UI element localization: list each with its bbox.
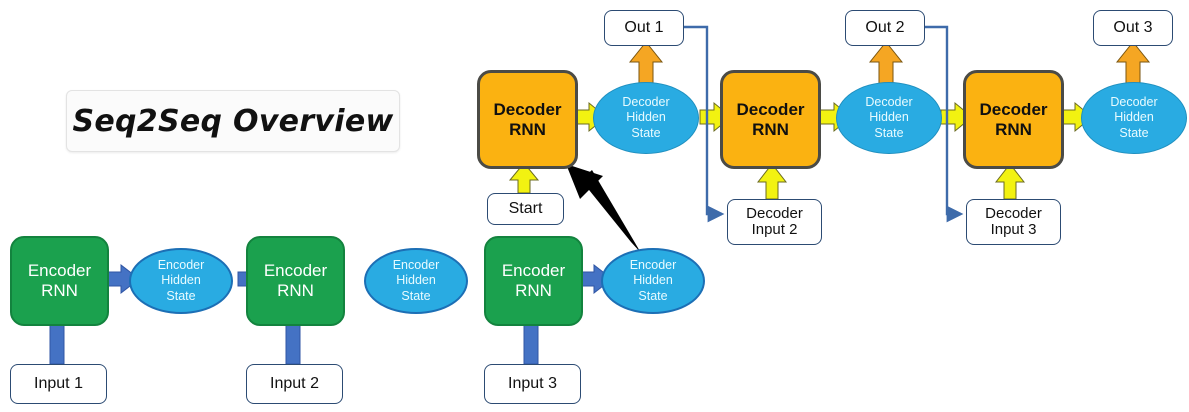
encoder-hidden-3-line1: Encoder xyxy=(629,258,677,273)
decoder-input-2-line2: Input 2 xyxy=(751,221,798,238)
encoder-hidden-1-line2: Hidden xyxy=(161,273,201,288)
encoder-input-box-3[interactable]: Input 3 xyxy=(484,364,581,404)
decoder-hidden-2-line3: State xyxy=(874,125,904,140)
encoder-rnn-2[interactable]: Encoder RNN xyxy=(246,236,345,326)
encoder-rnn-3-line2: RNN xyxy=(515,281,552,300)
decoder-hidden-state-2: Decoder Hidden State xyxy=(836,82,942,154)
encoder-hidden-3-line2: Hidden xyxy=(633,273,673,288)
decoder-input-start-label: Start xyxy=(508,200,543,218)
encoder-rnn-2-line1: Encoder xyxy=(263,261,328,281)
decoder-rnn-1-line1: Decoder xyxy=(493,99,562,119)
encoder-rnn-1-line2: RNN xyxy=(41,281,78,300)
encoder-hidden-2-line2: Hidden xyxy=(396,273,436,288)
encoder-rnn-3-line1: Encoder xyxy=(501,261,566,281)
decoder-output-box-2[interactable]: Out 2 xyxy=(845,10,925,46)
decoder-hidden-state-1: Decoder Hidden State xyxy=(593,82,699,154)
decoder-input-box-start[interactable]: Start xyxy=(487,193,564,225)
decoder-input-2-line1: Decoder xyxy=(746,204,803,222)
decoder-output-3-label: Out 3 xyxy=(1113,19,1153,37)
decoder-output-box-3[interactable]: Out 3 xyxy=(1093,10,1173,46)
encoder-input-box-2[interactable]: Input 2 xyxy=(246,364,343,404)
encoder-hidden-1-line3: State xyxy=(166,288,196,303)
decoder-hidden-3-line1: Decoder xyxy=(1110,95,1158,110)
encoder-hidden-state-1: Encoder Hidden State xyxy=(129,248,233,314)
decoder-hidden-2-line1: Decoder xyxy=(865,95,913,110)
encoder-hidden-state-3: Encoder Hidden State xyxy=(601,248,705,314)
encoder-input-3-label: Input 3 xyxy=(508,375,557,393)
encoder-rnn-1[interactable]: Encoder RNN xyxy=(10,236,109,326)
decoder-hidden-1-line2: Hidden xyxy=(626,110,666,125)
encoder-input-box-1[interactable]: Input 1 xyxy=(10,364,107,404)
decoder-output-arrows xyxy=(628,41,1151,85)
decoder-rnn-3-line2: RNN xyxy=(995,119,1032,139)
encoder-rnn-1-line1: Encoder xyxy=(27,261,92,281)
decoder-output-2-label: Out 2 xyxy=(865,19,905,37)
decoder-rnn-1[interactable]: Decoder RNN xyxy=(477,70,578,169)
encoder-hidden-1-line1: Encoder xyxy=(157,258,205,273)
encoder-hidden-state-2: Encoder Hidden State xyxy=(364,248,468,314)
decoder-input-3-line1: Decoder xyxy=(985,204,1042,222)
decoder-output-box-1[interactable]: Out 1 xyxy=(604,10,684,46)
decoder-hidden-1-line3: State xyxy=(631,125,661,140)
decoder-rnn-1-line2: RNN xyxy=(509,119,546,139)
decoder-rnn-2-line2: RNN xyxy=(752,119,789,139)
decoder-output-1-label: Out 1 xyxy=(624,19,664,37)
decoder-hidden-state-3: Decoder Hidden State xyxy=(1081,82,1187,154)
decoder-hidden-3-line2: Hidden xyxy=(1114,110,1154,125)
encoder-hidden-2-line1: Encoder xyxy=(392,258,440,273)
encoder-hidden-2-line3: State xyxy=(401,288,431,303)
decoder-hidden-3-line3: State xyxy=(1119,125,1149,140)
decoder-rnn-3[interactable]: Decoder RNN xyxy=(963,70,1064,169)
decoder-rnn-2[interactable]: Decoder RNN xyxy=(720,70,821,169)
encoder-input-1-label: Input 1 xyxy=(34,375,83,393)
encoder-rnn-3[interactable]: Encoder RNN xyxy=(484,236,583,326)
decoder-rnn-3-line1: Decoder xyxy=(979,99,1048,119)
encoder-hidden-3-line3: State xyxy=(638,288,668,303)
encoder-input-2-label: Input 2 xyxy=(270,375,319,393)
decoder-input-box-2[interactable]: Decoder Input 2 xyxy=(727,199,822,245)
decoder-input-box-3[interactable]: Decoder Input 3 xyxy=(966,199,1061,245)
diagram-title-card: Seq2Seq Overview xyxy=(66,90,400,152)
decoder-hidden-2-line2: Hidden xyxy=(869,110,909,125)
encoder-rnn-2-line2: RNN xyxy=(277,281,314,300)
decoder-hidden-1-line1: Decoder xyxy=(622,95,670,110)
page-title: Seq2Seq Overview xyxy=(72,103,394,139)
decoder-input-3-line2: Input 3 xyxy=(990,221,1037,238)
decoder-rnn-2-line1: Decoder xyxy=(736,99,805,119)
